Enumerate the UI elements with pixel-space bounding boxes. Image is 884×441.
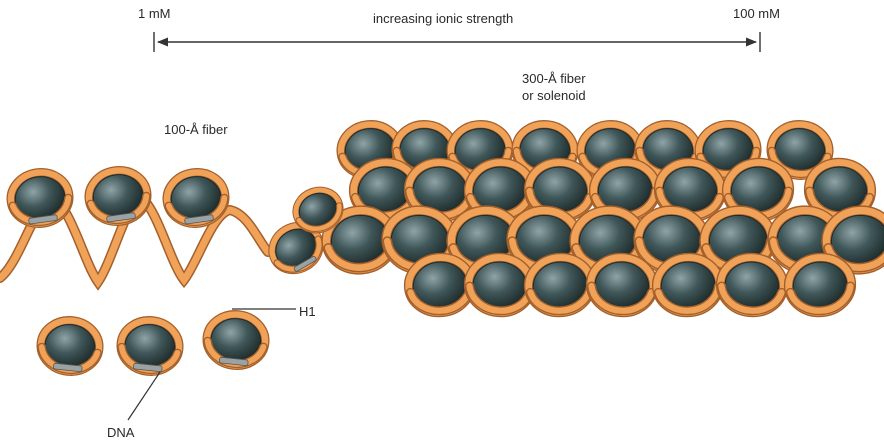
fiber-300a-label: 300-Å fiber or solenoid [522, 70, 586, 104]
ionic-low-label: 1 mM [138, 6, 171, 22]
nucleosome [466, 254, 534, 315]
nucleosome [118, 318, 181, 375]
dna-pointer-line [128, 372, 160, 420]
fiber-300a-label-line1: 300-Å fiber [522, 70, 586, 87]
nucleosome [654, 254, 722, 315]
nucleosome [38, 318, 101, 375]
nucleosome [86, 167, 151, 226]
nucleosome [718, 254, 786, 315]
nucleosome [526, 254, 594, 315]
nucleosome [588, 254, 656, 315]
fiber-300a-solenoid [290, 122, 884, 316]
ionic-high-label: 100 mM [733, 6, 780, 22]
fiber-100a-label: 100-Å fiber [164, 122, 228, 138]
nucleosome [164, 169, 229, 228]
fiber-100a [8, 167, 329, 375]
ionic-strength-scale [154, 32, 760, 52]
nucleosome [8, 169, 73, 228]
fiber-300a-label-line2: or solenoid [522, 87, 586, 104]
nucleosome [204, 312, 267, 369]
nucleosome [406, 254, 474, 315]
ionic-strength-caption: increasing ionic strength [373, 11, 513, 27]
nucleosome [786, 254, 854, 315]
h1-label: H1 [299, 304, 316, 320]
